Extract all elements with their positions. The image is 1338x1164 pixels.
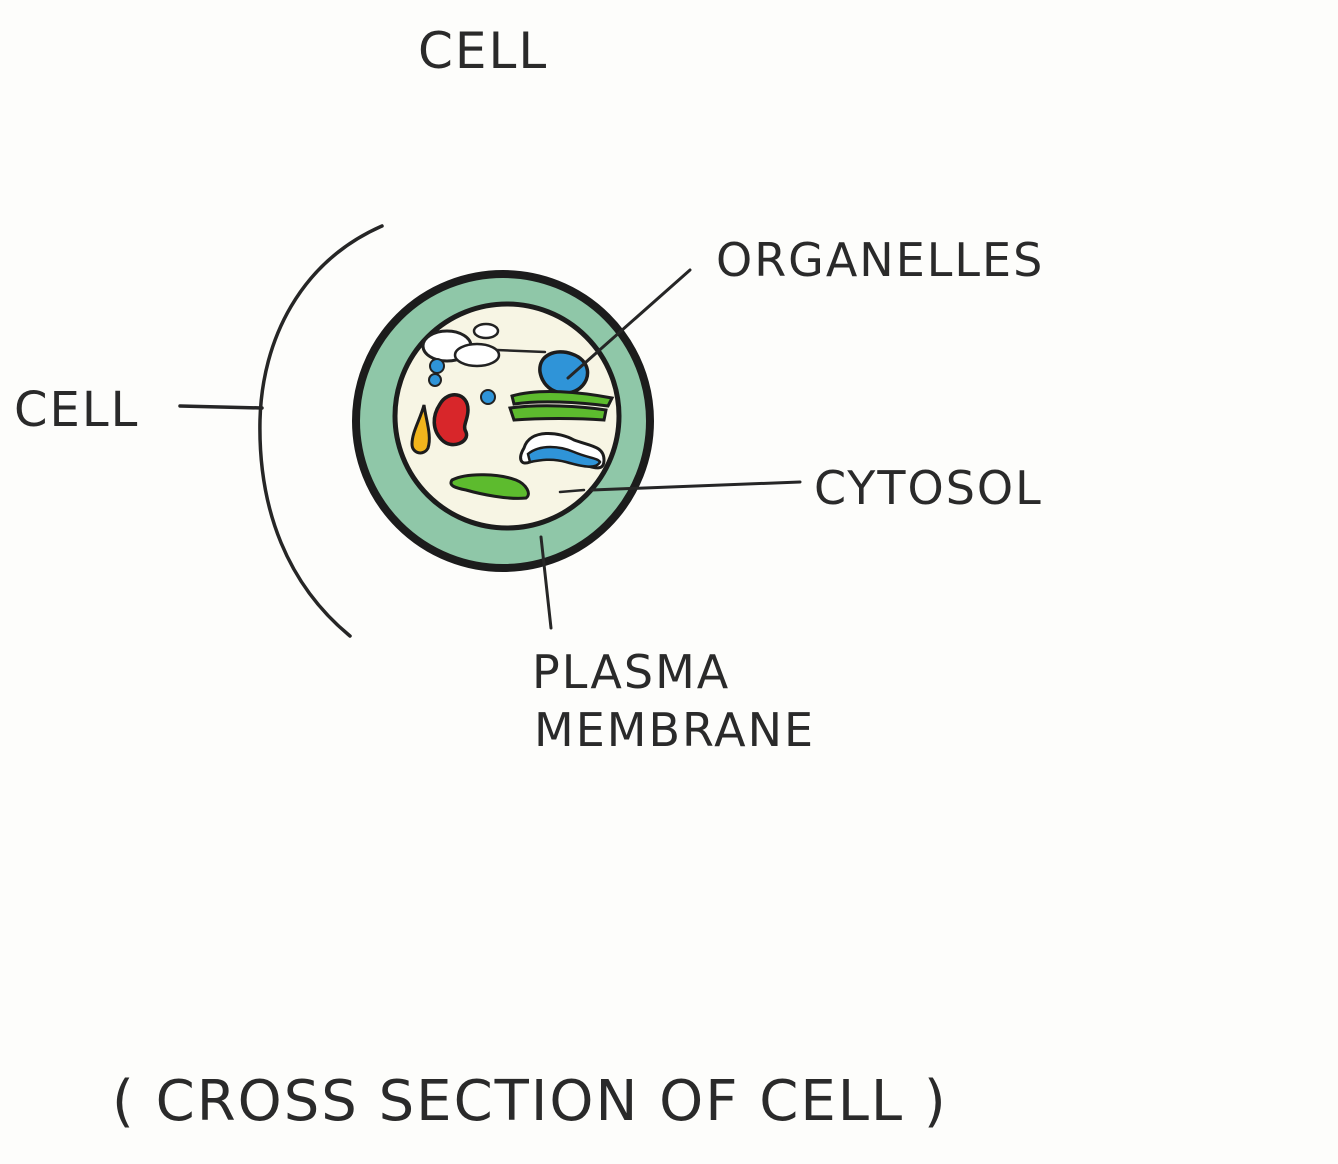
plasma-membrane-label-line1: PLASMA [532, 645, 730, 699]
golgi-organelle [508, 404, 608, 422]
blue-vesicle [428, 373, 442, 387]
diagram-caption: ( CROSS SECTION OF CELL ) [112, 1069, 948, 1134]
green-organelle [449, 473, 530, 500]
diagram-title: CELL [418, 22, 548, 80]
nucleus-organelle [538, 350, 590, 395]
er-strand [495, 348, 547, 354]
cell-label: CELL [14, 382, 139, 438]
vesicle-organelle [453, 342, 501, 368]
plasma-membrane-label-line2: MEMBRANE [534, 703, 815, 757]
cell-label-leader-line [178, 404, 264, 410]
cytosol-label: CYTOSOL [814, 461, 1043, 515]
organelles-leader-line [566, 268, 692, 380]
organelles-label: ORGANELLES [716, 233, 1044, 287]
cytosol-leader-line [590, 480, 802, 492]
vesicle-organelle [472, 322, 500, 340]
golgi-organelle [510, 390, 615, 408]
blue-vesicle [429, 358, 445, 374]
er-organelle-inner [526, 445, 602, 468]
cell-bracket-arc [258, 224, 384, 638]
yellow-organelle [410, 404, 431, 455]
cytosol-dash [558, 488, 586, 494]
mitochondrion-organelle [432, 393, 470, 447]
plasma-membrane-leader-line [539, 535, 553, 630]
organelles [410, 322, 615, 500]
blue-vesicle [480, 389, 496, 405]
